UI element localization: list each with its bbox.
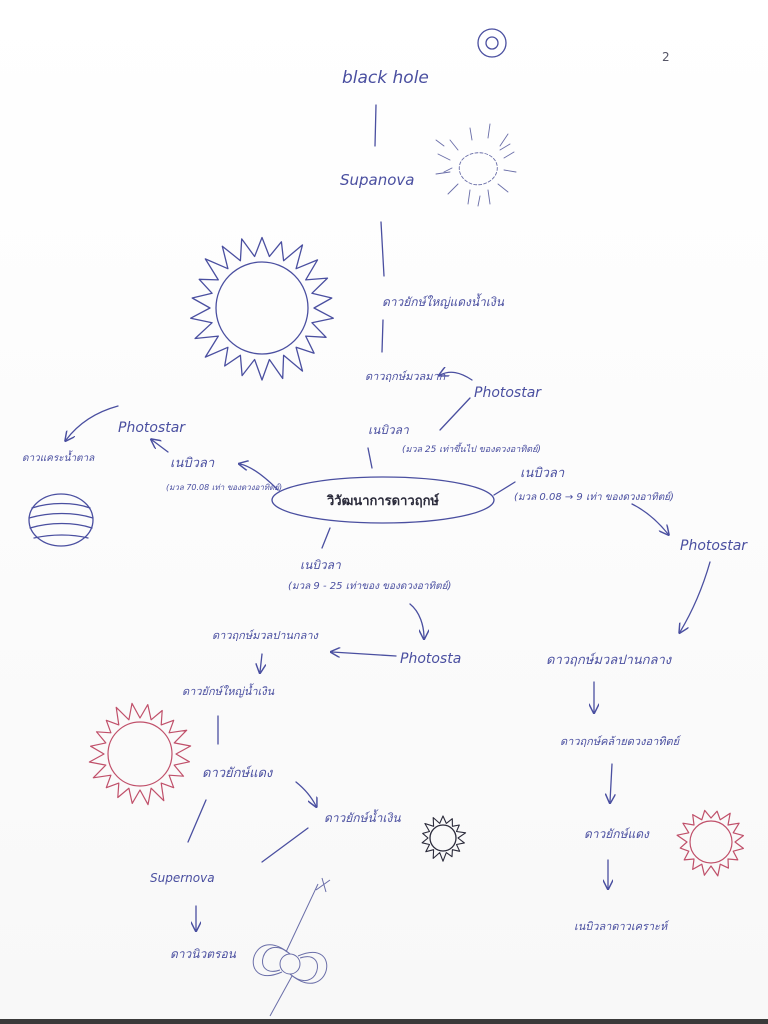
connector-bigstar-to-supergiant: [381, 319, 384, 353]
right-mass-note: (มวล 0.08 → 9 เท่า ของดวงอาทิตย์): [514, 491, 674, 503]
connector-protostar-to-bigstar: [440, 372, 473, 381]
right-nebula-label: เนบิวลา: [520, 466, 565, 481]
right-protostar-label: Photostar: [680, 538, 748, 554]
left-protostar-label: Photostar: [118, 420, 186, 436]
connector-right-nebula-to-protostar: [631, 503, 668, 534]
top-supernova-label: Supanova: [340, 171, 415, 189]
center-node: วิวัฒนาการดาวฤกษ์: [271, 476, 495, 524]
connector-center-to-left-nebula: [240, 464, 279, 491]
bottom-connectors: [187, 527, 424, 930]
bottom-mass-note: (มวล 9 - 25 เท่าของ ของดวงอาทิตย์): [288, 580, 451, 592]
brown-dwarf-label: ดาวแคระน้ำตาล: [22, 450, 95, 464]
connector-sunlike-to-red-giant: [610, 763, 612, 802]
page-bottom-edge: [0, 1019, 768, 1024]
right-branch: เนบิวลา (มวล 0.08 → 9 เท่า ของดวงอาทิตย์…: [514, 466, 748, 933]
top-branch: black hole Supanova ดาวยักษ์ใหญ่แดงน้ำเง…: [340, 68, 542, 455]
center-ellipse: [271, 476, 495, 524]
connector-center-to-top-nebula: [367, 447, 373, 469]
top-connectors: [367, 104, 473, 469]
bottom-nebula-label: เนบิวลา: [300, 558, 342, 572]
medium-star-label: ดาวฤกษ์มวลปานกลาง: [546, 652, 673, 668]
left-branch: Photostar ดาวแคระน้ำตาล เนบิวลา (มวล 70.…: [22, 420, 282, 492]
red-supergiant-label: ดาวยักษ์แดง: [202, 765, 274, 781]
bottom-supernova-label: Supernova: [150, 871, 215, 885]
center-title: วิวัฒนาการดาวฤกษ์: [326, 493, 439, 509]
blue-giant-label: ดาวยักษ์ใหญ่น้ำเงิน: [182, 683, 275, 698]
page-number: 2: [662, 50, 670, 64]
top-protostar-label: Photostar: [474, 385, 542, 401]
sun-like-label: ดาวฤกษ์คล้ายดวงอาทิตย์: [560, 735, 682, 748]
big-star-label: ดาวฤกษ์มวลมาก: [365, 370, 447, 383]
connector-nebula-to-protostar: [439, 397, 471, 431]
connector-protostar-to-mid-heavy: [332, 652, 397, 656]
connector-red-supergiant-to-blue-supergiant: [295, 781, 316, 806]
connector-supergiant-to-supernova: [380, 221, 385, 277]
left-mass-note: (มวล 70.08 เท่า ของดวงอาทิตย์): [166, 482, 282, 492]
planetary-nebula-label: เนบิวลาดาวเคราะห์: [574, 920, 670, 933]
left-connectors: [66, 405, 279, 491]
big-sun-icon: [190, 236, 334, 381]
top-nebula-label: เนบิวลา: [368, 423, 410, 437]
connector-center-to-bottom-nebula: [321, 527, 331, 549]
connector-supernova-to-blackhole: [374, 104, 377, 147]
blue-supergiant-label: ดาวยักษ์น้ำเงิน: [324, 809, 401, 825]
bottom-branch: เนบิวลา (มวล 9 - 25 เท่าของ ของดวงอาทิตย…: [150, 558, 461, 961]
right-connectors: [493, 481, 711, 888]
right-red-giant-label: ดาวยักษ์แดง: [584, 827, 650, 841]
connector-protostar-to-medium-star: [680, 561, 711, 632]
connector-center-to-right-nebula: [493, 481, 516, 496]
red-supergiant-icon: [88, 702, 192, 806]
neutron-star-label: ดาวนิวตรอน: [170, 947, 237, 961]
supergiant-label: ดาวยักษ์ใหญ่แดงน้ำเงิน: [382, 293, 505, 309]
connector-protostar-to-brown-dwarf: [66, 405, 119, 440]
top-mass-note: (มวล 25 เท่าขึ้นไป ของดวงอาทิตย์): [402, 442, 541, 455]
neutron-star-icon: [252, 877, 331, 1017]
black-hole-icon: [477, 28, 507, 58]
connector-left-nebula-to-protostar: [152, 440, 169, 453]
supernova-burst-icon: [435, 123, 517, 207]
blue-supergiant-icon: [421, 815, 467, 862]
left-nebula-label: เนบิวลา: [170, 456, 215, 471]
brown-dwarf-planet-icon: [28, 493, 94, 547]
red-giant-icon: [676, 809, 744, 877]
mid-heavy-star-label: ดาวฤกษ์มวลปานกลาง: [212, 629, 319, 642]
connector-bottom-nebula-to-protostar: [409, 603, 424, 638]
connector-mid-heavy-to-blue-giant: [260, 653, 262, 672]
black-hole-label: black hole: [342, 68, 429, 88]
connector-blue-supergiant-to-supernova: [261, 827, 309, 863]
bottom-protostar-label: Photosta: [400, 651, 461, 667]
connector-red-supergiant-to-supernova: [187, 799, 207, 843]
